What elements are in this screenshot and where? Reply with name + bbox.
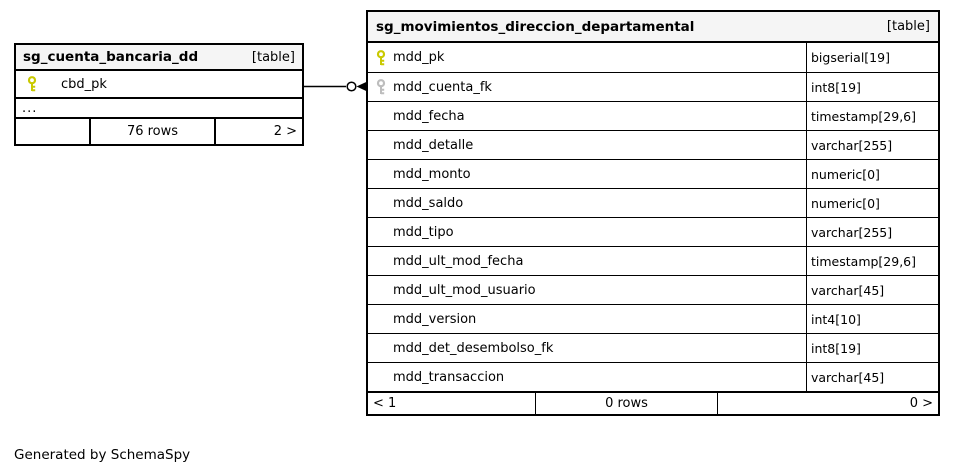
pager-prev-cell[interactable]: < 1 (368, 393, 536, 414)
column-name-cell: mdd_tipo (368, 218, 806, 246)
table-row: mdd_transaccion varchar[45] (368, 362, 938, 391)
column-name-cell: mdd_detalle (368, 131, 806, 159)
column-name-cell: mdd_transaccion (368, 363, 806, 391)
column-type: numeric[0] (806, 160, 938, 188)
row-count: 76 rows (126, 124, 179, 139)
column-name-cell: mdd_version (368, 305, 806, 333)
primary-key-icon (376, 49, 386, 65)
table-type-badge: [table] (886, 19, 930, 34)
column-name-cell: mdd_pk (368, 43, 806, 72)
table-title[interactable]: sg_cuenta_bancaria_dd (23, 49, 199, 65)
column-name-cell: mdd_ult_mod_usuario (368, 276, 806, 304)
generated-by-note: Generated by SchemaSpy (14, 447, 191, 463)
pager-prev-cell (16, 119, 91, 144)
collapsed-columns-ellipsis[interactable]: ... (16, 99, 302, 119)
pager-next-cell[interactable]: 2 > (214, 119, 302, 144)
column-name: mdd_detalle (393, 137, 474, 153)
column-name: mdd_tipo (393, 224, 454, 240)
column-type: timestamp[29,6] (806, 102, 938, 130)
table-node-sg-cuenta-bancaria-dd: sg_cuenta_bancaria_dd [table] cbd_pk ...… (14, 43, 304, 146)
column-name-cell: mdd_monto (368, 160, 806, 188)
column-name: mdd_saldo (393, 195, 464, 211)
column-type: int4[10] (806, 305, 938, 333)
column-name: mdd_version (393, 311, 477, 327)
fk-relationship-connector (303, 80, 367, 93)
column-name: cbd_pk (61, 76, 107, 92)
column-type: varchar[255] (806, 218, 938, 246)
column-name: mdd_monto (393, 166, 471, 182)
table-footer: 76 rows 2 > (16, 119, 302, 144)
table-node-sg-movimientos-direccion-departamental: sg_movimientos_direccion_departamental [… (366, 10, 940, 416)
table-title[interactable]: sg_movimientos_direccion_departamental (376, 18, 695, 35)
table-row: mdd_ult_mod_usuario varchar[45] (368, 275, 938, 304)
column-name: mdd_transaccion (393, 369, 505, 385)
table-row: mdd_cuenta_fk int8[19] (368, 72, 938, 101)
column-name-cell: mdd_cuenta_fk (368, 73, 806, 101)
open-circle-end (346, 81, 357, 92)
column-type: timestamp[29,6] (806, 247, 938, 275)
column-name-cell: mdd_fecha (368, 102, 806, 130)
table-header[interactable]: sg_cuenta_bancaria_dd [table] (16, 45, 302, 71)
table-row: mdd_saldo numeric[0] (368, 188, 938, 217)
column-type: varchar[45] (806, 276, 938, 304)
table-type-badge: [table] (251, 49, 295, 65)
table-row: mdd_ult_mod_fecha timestamp[29,6] (368, 246, 938, 275)
column-name: mdd_cuenta_fk (393, 79, 492, 95)
table-row: mdd_det_desembolso_fk int8[19] (368, 333, 938, 362)
column-name: mdd_ult_mod_fecha (393, 253, 524, 269)
column-type: numeric[0] (806, 189, 938, 217)
column-type: int8[19] (806, 73, 938, 101)
table-row: mdd_tipo varchar[255] (368, 217, 938, 246)
column-name-cell: mdd_saldo (368, 189, 806, 217)
table-row: mdd_monto numeric[0] (368, 159, 938, 188)
column-name-cell: mdd_ult_mod_fecha (368, 247, 806, 275)
table-row: mdd_detalle varchar[255] (368, 130, 938, 159)
column-type: int8[19] (806, 334, 938, 362)
column-type: varchar[255] (806, 131, 938, 159)
column-name-cell: mdd_det_desembolso_fk (368, 334, 806, 362)
column-rows: mdd_pk bigserial[19] mdd_cuenta_fk int8[… (368, 43, 938, 391)
row-count: 0 rows (536, 393, 718, 414)
column-name: mdd_pk (393, 50, 445, 65)
column-name: mdd_fecha (393, 108, 465, 124)
primary-key-icon (27, 76, 37, 92)
table-row: mdd_version int4[10] (368, 304, 938, 333)
table-row: cbd_pk (16, 71, 302, 99)
arrowhead-end (356, 81, 367, 92)
pager-next-cell[interactable]: 0 > (909, 396, 933, 411)
table-header[interactable]: sg_movimientos_direccion_departamental [… (368, 12, 938, 43)
column-name: mdd_det_desembolso_fk (393, 340, 554, 356)
table-row: mdd_pk bigserial[19] (368, 43, 938, 72)
column-type: bigserial[19] (806, 43, 938, 72)
column-type: varchar[45] (806, 363, 938, 391)
foreign-key-icon (376, 79, 386, 95)
table-row: mdd_fecha timestamp[29,6] (368, 101, 938, 130)
column-name: mdd_ult_mod_usuario (393, 282, 536, 298)
table-footer: < 1 0 rows 0 > (368, 391, 938, 414)
